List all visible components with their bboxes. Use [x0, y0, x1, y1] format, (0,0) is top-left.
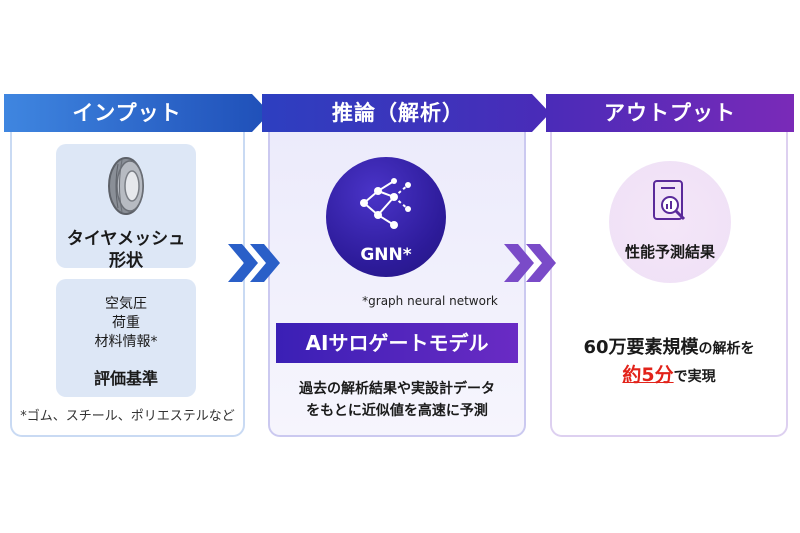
- result-circle: 性能予測結果: [609, 161, 731, 283]
- material-info-label: 材料情報*: [94, 334, 158, 350]
- inference-description-line1: 過去の解析結果や実設計データ: [299, 381, 495, 397]
- network-graph-icon: [360, 178, 411, 229]
- conditions-box: 空気圧 荷重 材料情報* 評価基準: [56, 279, 196, 397]
- gnn-label: GNN*: [360, 245, 412, 265]
- tire-icon: [108, 157, 144, 215]
- stat-elements: 60万要素規模: [583, 337, 699, 358]
- report-magnifier-icon: [653, 180, 686, 221]
- air-pressure-label: 空気圧: [105, 296, 147, 312]
- input-header: インプット: [4, 94, 270, 132]
- output-header-title: アウトプット: [604, 101, 736, 125]
- stat-achieved: で実現: [673, 369, 716, 385]
- inference-description-line2: をもとに近似値を高速に予測: [306, 403, 488, 419]
- load-label: 荷重: [112, 315, 140, 331]
- tire-mesh-label: タイヤメッシュ: [66, 229, 186, 249]
- performance-prediction-label: 性能予測結果: [624, 243, 715, 261]
- shape-label: 形状: [109, 251, 143, 271]
- input-header-title: インプット: [72, 101, 182, 125]
- output-stat-line1: 60万要素規模の解析を: [550, 333, 788, 359]
- output-header: アウトプット: [546, 94, 794, 132]
- stat-analysis: の解析を: [698, 341, 755, 357]
- ai-surrogate-model-title: AIサロゲートモデル: [276, 323, 518, 363]
- inference-header: 推論（解析）: [262, 94, 550, 132]
- gnn-footnote: *graph neural network: [362, 294, 498, 308]
- chevron-right-icon: [228, 244, 280, 282]
- evaluation-criteria-label: 評価基準: [93, 369, 158, 388]
- chevron-right-icon: [504, 244, 556, 282]
- stat-time-highlight: 約5分: [622, 364, 674, 386]
- inference-header-title: 推論（解析）: [332, 101, 464, 125]
- gnn-circle: GNN*: [326, 157, 446, 277]
- output-stat-line2: 約5分で実現: [550, 360, 788, 387]
- tire-mesh-box: タイヤメッシュ 形状: [56, 144, 196, 271]
- input-footnote: *ゴム、スチール、ポリエステルなど: [20, 409, 235, 424]
